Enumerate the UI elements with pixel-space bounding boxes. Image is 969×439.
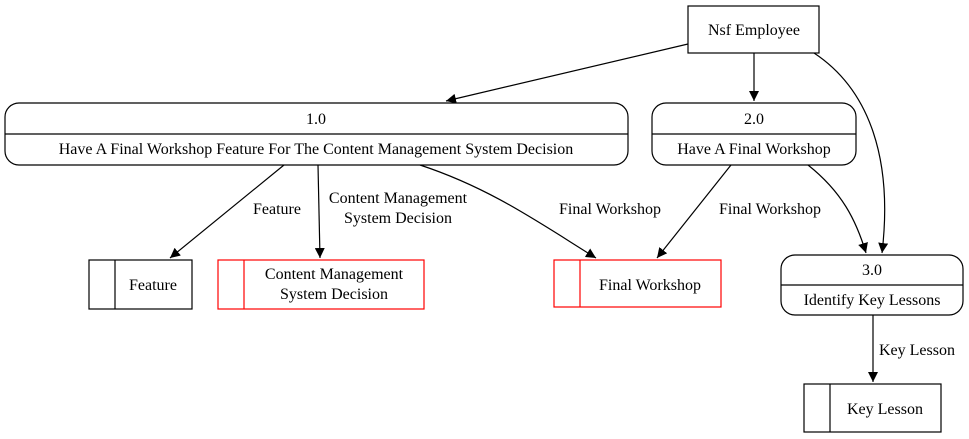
data-store-label: Final Workshop — [599, 277, 701, 294]
flows — [169, 43, 889, 382]
flow-entity-to-process-3 — [813, 52, 889, 254]
process-1-label: Have A Final Workshop Feature For The Co… — [59, 141, 574, 158]
data-store-key-lesson: Key Lesson — [803, 383, 942, 433]
data-store-label: Feature — [129, 277, 177, 294]
process-2: 2.0 Have A Final Workshop — [651, 102, 857, 166]
flow-process-1-to-final-workshop-store — [419, 164, 597, 259]
data-store-label: Key Lesson — [847, 401, 923, 418]
process-1-id: 1.0 — [306, 111, 326, 128]
process-3-label: Identify Key Lessons — [804, 292, 941, 309]
flow-process-2-to-final-workshop-store — [656, 164, 732, 259]
flow-entity-to-process-1 — [445, 43, 689, 104]
flow-process-1-to-feature-store — [169, 164, 285, 259]
process-1: 1.0 Have A Final Workshop Feature For Th… — [4, 102, 629, 166]
process-2-id: 2.0 — [744, 111, 764, 128]
data-store-feature: Feature — [88, 259, 193, 310]
flow-label-key-lesson: Key Lesson — [879, 342, 955, 359]
entity-label: Nsf Employee — [708, 22, 800, 39]
process-2-label: Have A Final Workshop — [677, 141, 831, 158]
external-entity-nsf-employee: Nsf Employee — [687, 5, 820, 54]
flow-label-feature: Feature — [253, 201, 301, 218]
flow-label-final-workshop-2: Final Workshop — [719, 201, 821, 218]
data-store-final-workshop: Final Workshop — [553, 259, 722, 308]
process-3-id: 3.0 — [862, 262, 882, 279]
process-3: 3.0 Identify Key Lessons — [780, 254, 964, 316]
flow-process-1-to-cms-decision-store — [314, 164, 325, 259]
flow-process-2-to-process-3 — [807, 164, 868, 254]
flow-label-final-workshop-1: Final Workshop — [559, 201, 661, 218]
